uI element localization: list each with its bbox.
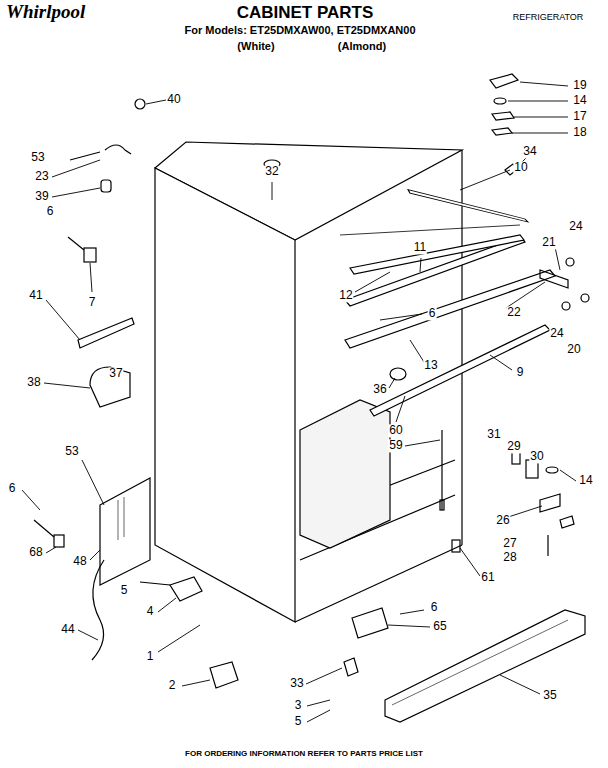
diagram-title: CABINET PARTS [236, 4, 375, 23]
callout-number: 17 [572, 110, 587, 123]
callout-number: 5 [294, 715, 303, 728]
callout-number: 12 [338, 289, 353, 302]
callout-number: 53 [30, 151, 45, 164]
callout-number: 20 [566, 343, 581, 356]
callout-number: 6 [46, 205, 55, 218]
callout-number: 31 [486, 428, 501, 441]
callout-number: 14 [578, 474, 593, 487]
callout-number: 18 [572, 126, 587, 139]
callout-number: 6 [428, 307, 437, 320]
callout-number: 53 [64, 445, 79, 458]
brand-logo: Whirlpool [6, 2, 85, 23]
callout-number: 19 [572, 79, 587, 92]
callout-number: 48 [72, 555, 87, 568]
callout-number: 21 [541, 236, 556, 249]
callout-number: 61 [480, 571, 495, 584]
callout-number: 24 [568, 220, 583, 233]
callout-number: 26 [495, 514, 510, 527]
callout-number: 7 [88, 296, 97, 309]
callout-number: 13 [423, 359, 438, 372]
callout-number: 38 [26, 376, 41, 389]
callout-number: 37 [108, 367, 123, 380]
callout-number: 39 [34, 190, 49, 203]
callout-number: 9 [516, 366, 525, 379]
callout-number: 33 [289, 677, 304, 690]
callout-number: 32 [264, 165, 279, 178]
footer-note: FOR ORDERING INFORMATION REFER TO PARTS … [184, 750, 424, 759]
callout-number: 23 [34, 170, 49, 183]
callout-number: 28 [502, 551, 517, 564]
callout-number: 11 [413, 241, 427, 254]
callout-number: 29 [506, 440, 521, 453]
callout-number: 27 [502, 537, 517, 550]
callout-number: 59 [388, 439, 403, 452]
callout-number: 10 [513, 161, 528, 174]
callout-number: 5 [120, 584, 129, 597]
callout-number: 35 [542, 689, 557, 702]
callout-number: 4 [146, 605, 155, 618]
model-text: (White) [236, 40, 275, 52]
callout-number: 22 [506, 306, 521, 319]
callout-number: 14 [572, 94, 587, 107]
callout-number: 2 [168, 679, 177, 692]
appliance-type: REFRIGERATOR [512, 13, 585, 23]
callout-number: 44 [60, 623, 75, 636]
callout-number: 41 [28, 289, 43, 302]
callout-number: 3 [294, 699, 303, 712]
callout-number: 6 [430, 601, 439, 614]
callout-number: 24 [549, 327, 564, 340]
callout-number: 60 [388, 424, 403, 437]
callout-number: 65 [432, 620, 447, 633]
callout-number: 40 [166, 93, 181, 106]
callout-number: 68 [28, 546, 43, 559]
callout-number: 1 [146, 650, 155, 663]
callout-number: 6 [8, 482, 17, 495]
model-text: For Models: ET25DMXAW00, ET25DMXAN00 [183, 24, 416, 36]
callout-number: 30 [529, 450, 544, 463]
callout-number: 36 [372, 383, 387, 396]
model-text: (Almond) [337, 40, 387, 52]
callout-number: 34 [522, 145, 537, 158]
